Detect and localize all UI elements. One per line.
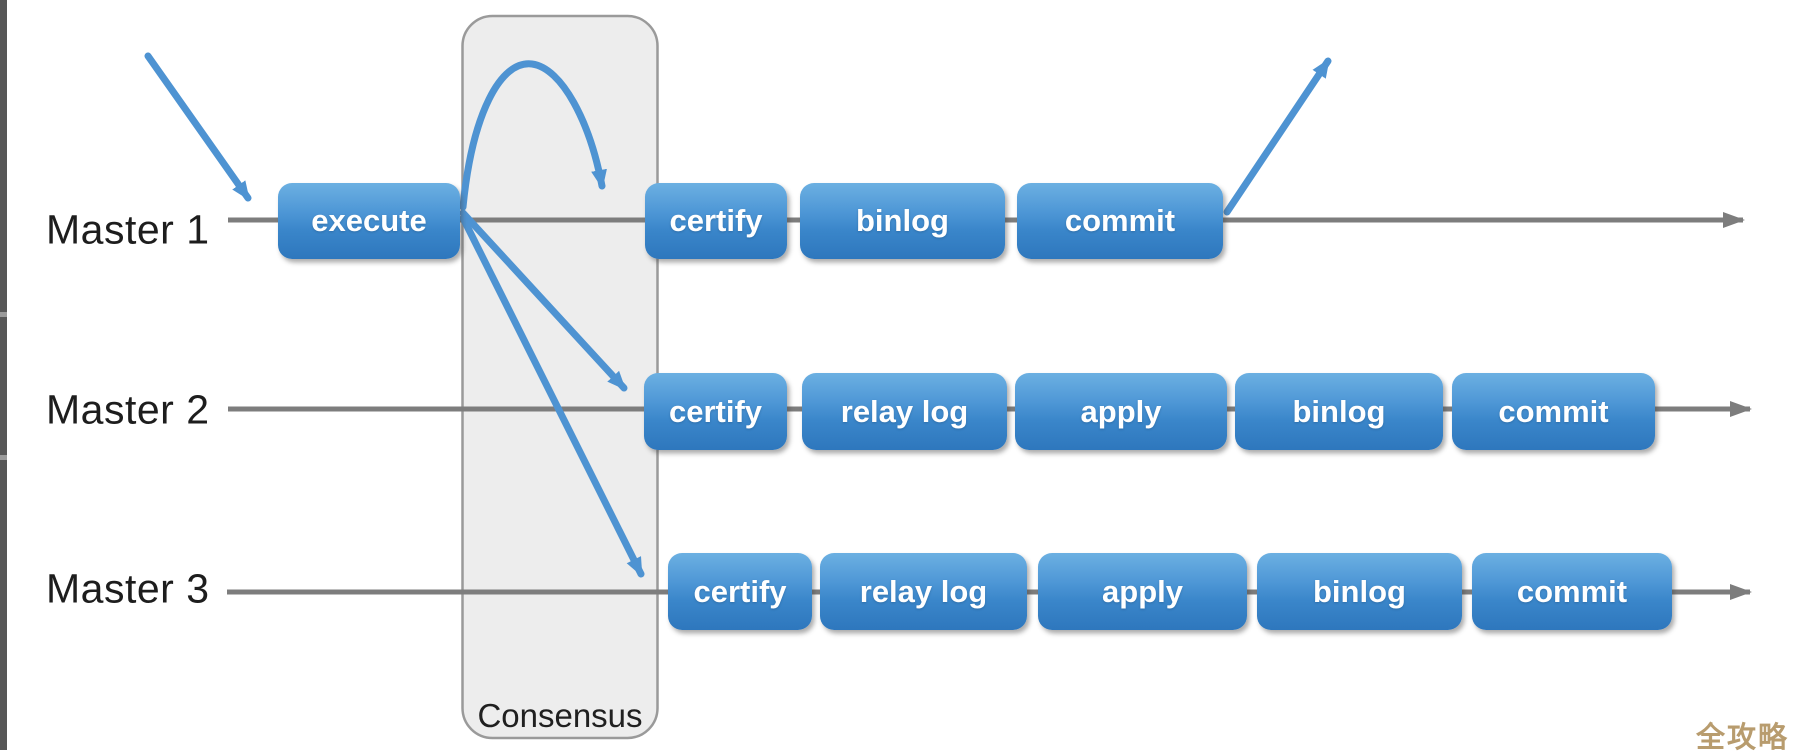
consensus-loopback-arrow-master-1: [459, 60, 607, 211]
box-commit-master-1: commit: [1017, 183, 1223, 259]
watermark-text: 全攻略: [1695, 722, 1789, 754]
edge-notch: [0, 455, 7, 460]
outgoing-response-arrow: [1223, 57, 1332, 216]
row-label-master-1: Master 1: [46, 206, 210, 253]
box-commit-master-2: commit: [1452, 373, 1655, 450]
box-binlog-master-3: binlog: [1257, 553, 1462, 630]
consensus-panel: [461, 14, 659, 740]
box-apply-master-2: apply: [1015, 373, 1227, 450]
box-certify-master-2: certify: [644, 373, 787, 450]
box-certify-master-1: certify: [645, 183, 787, 259]
box-commit-master-3: commit: [1472, 553, 1672, 630]
box-apply-master-3: apply: [1038, 553, 1247, 630]
consensus-label: Consensus: [477, 697, 643, 734]
row-label-master-2: Master 2: [46, 386, 210, 433]
row-label-master-3: Master 3: [46, 565, 210, 612]
edge-notch: [0, 312, 7, 317]
consensus-broadcast-arrow-master-2: [459, 209, 628, 392]
box-relay-log-master-3: relay log: [820, 553, 1027, 630]
incoming-transaction-arrow: [144, 52, 252, 202]
box-execute-master-1: execute: [278, 183, 460, 259]
window-edge-strip: [0, 0, 7, 750]
consensus-broadcast-arrow-master-3: [459, 214, 645, 578]
box-certify-master-3: certify: [668, 553, 812, 630]
box-binlog-master-2: binlog: [1235, 373, 1443, 450]
box-relay-log-master-2: relay log: [802, 373, 1007, 450]
box-binlog-master-1: binlog: [800, 183, 1005, 259]
